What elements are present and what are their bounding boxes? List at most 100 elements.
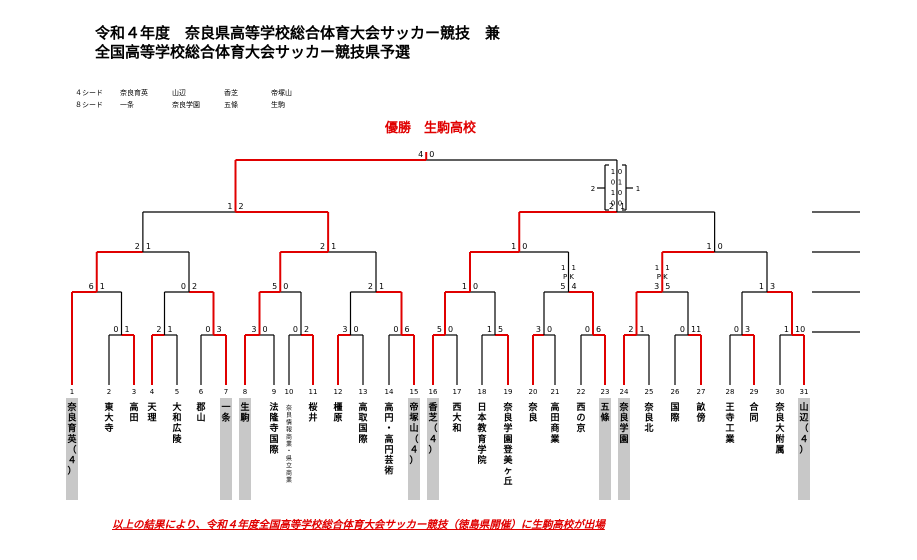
semifinal-1-score-right: 2 (239, 202, 244, 211)
team-name-char: 商 (286, 469, 292, 477)
team-name-char: ・ (286, 448, 292, 455)
team-name-char: 和 (171, 412, 181, 424)
r1-match-7-score-left: 0 (393, 325, 398, 334)
team-name-char: 国 (358, 423, 367, 434)
team-name-char: ４ (799, 434, 808, 445)
pk-score-right: 1 (572, 264, 576, 272)
team-number: 19 (504, 388, 513, 396)
seed-row-4-team-2: 山辺 (172, 89, 186, 97)
team-number: 12 (334, 388, 343, 396)
team-name-char: 桜 (308, 401, 317, 413)
team-name-char: 円 (384, 413, 393, 424)
team-name-char: 育 (477, 433, 486, 445)
team-number: 30 (776, 388, 785, 396)
r1-match-2-score-right: 1 (168, 325, 173, 334)
r1-match-1-score-left: 0 (113, 325, 118, 334)
team-name-char: 国 (269, 434, 278, 445)
team-name-char: ） (428, 444, 437, 455)
team-name-char: 王 (725, 402, 734, 413)
team-name-char: 取 (358, 413, 368, 424)
team-name-char: 業 (286, 476, 292, 484)
team-name-char: （ (67, 444, 76, 455)
team-number: 7 (224, 388, 228, 396)
r1-match-3-score-left: 0 (205, 325, 210, 334)
team-name-char: 奈 (618, 401, 629, 413)
team-name-char: 畝 (696, 401, 706, 413)
r2-match-2-score-left: 0 (181, 282, 186, 291)
seed-row-8-team-4: 生駒 (271, 101, 285, 109)
team-name-char: （ (428, 423, 437, 434)
team-name-char: 奈 (527, 401, 538, 413)
team-name-char: 国 (670, 402, 679, 413)
r1-match-10-score-right: 0 (547, 325, 552, 334)
team-name-char: 寺 (725, 412, 734, 424)
team-name-char: 生 (240, 401, 249, 413)
team-name-char: 属 (774, 443, 784, 455)
final-match-score-left: 4 (418, 150, 423, 159)
team-name-char: 北 (644, 422, 653, 434)
r1-match-6-score-right: 0 (354, 325, 359, 334)
r3-match-2-score-left: 2 (320, 242, 325, 251)
team-name-char: 大 (775, 422, 784, 434)
team-name-char: 奈 (286, 404, 292, 412)
seed-highlight-box (66, 398, 78, 500)
team-number: 9 (272, 388, 276, 396)
team-number: 24 (620, 388, 629, 396)
team-number: 8 (243, 388, 247, 396)
team-number: 22 (577, 388, 586, 396)
team-name-char: 西 (452, 402, 461, 413)
team-name-char: 学 (477, 443, 486, 455)
team-name-char: 院 (477, 454, 486, 466)
period-score-right: 0 (618, 200, 622, 208)
pk-score-left: 1 (561, 264, 565, 272)
team-name-char: 園 (503, 434, 512, 445)
team-name-char: 法 (269, 401, 278, 413)
seed-row-4-team-1: 奈良育英 (120, 89, 148, 97)
r2-match-8-score-right: 3 (770, 282, 775, 291)
period-score-right: 1 (618, 179, 622, 187)
team-name-char: 奈 (774, 401, 785, 413)
team-name-char: 駒 (239, 412, 249, 424)
team-name-char: 京 (576, 422, 585, 434)
r3-match-2-score-right: 1 (331, 242, 336, 251)
r1-match-9-score-right: 5 (498, 325, 503, 334)
team-name-char: 学 (619, 422, 628, 434)
team-number: 5 (175, 388, 179, 396)
team-number: 3 (132, 388, 136, 396)
team-number: 27 (697, 388, 706, 396)
team-name-char: 良 (503, 412, 512, 424)
team-name-char: 英 (66, 433, 77, 445)
r1-match-6-score-left: 3 (342, 325, 347, 334)
team-name-char: ） (409, 455, 418, 466)
r3-match-1-score-left: 2 (135, 242, 140, 251)
r2-match-6-score-left: 5 (560, 282, 565, 291)
team-number: 18 (478, 388, 487, 396)
team-name-char: 塚 (409, 412, 418, 424)
team-number: 4 (150, 388, 155, 396)
title-line2: 全国高等学校総合体育大会サッカー競技県予選 (95, 43, 411, 61)
team-number: 17 (453, 388, 462, 396)
team-name-char: 一 (221, 403, 230, 413)
semifinal-2-score-right: 1 (620, 202, 625, 211)
team-name-char: 高 (384, 433, 393, 445)
team-name-char: 良 (775, 412, 784, 424)
team-name-char: 芸 (384, 454, 393, 466)
team-name-char: 附 (775, 433, 784, 445)
r2-match-2-score-right: 2 (192, 282, 197, 291)
seed-row-8: ８シード 一条 奈良学園 五條 生駒 (75, 100, 285, 148)
team-name-char: （ (799, 423, 808, 434)
team-number: 20 (529, 388, 538, 396)
period-score-left: 0 (611, 179, 615, 187)
team-name-char: 良 (619, 412, 628, 424)
seed-highlight-box (220, 398, 232, 500)
team-name-char: 高 (129, 401, 138, 413)
team-number: 25 (645, 388, 654, 396)
seed-highlight-box (798, 398, 810, 500)
team-name-char: 香 (427, 401, 438, 413)
team-name-char: 原 (333, 413, 342, 424)
team-name-char: 日 (477, 402, 486, 413)
team-name-char: 芝 (428, 412, 437, 424)
r3-match-3-score-left: 1 (511, 242, 516, 251)
r1-match-1-score-right: 1 (125, 325, 130, 334)
r3-match-4-score-left: 1 (707, 242, 712, 251)
